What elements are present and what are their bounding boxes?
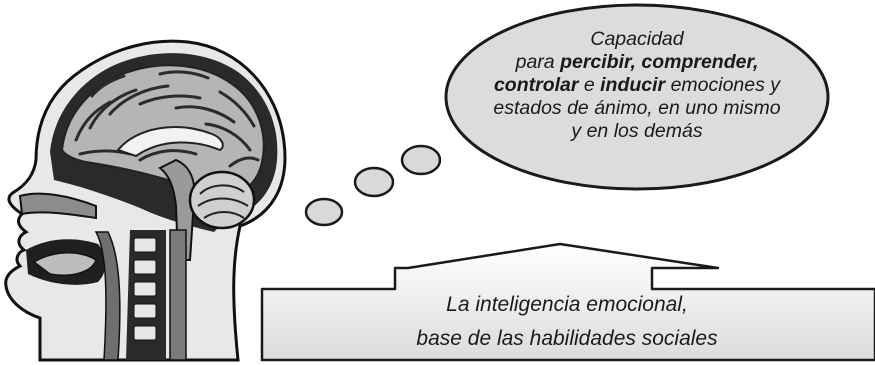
bubble-line-2-prefix: para [515,51,561,73]
thought-bubble-text: Capacidad para percibir, comprender, con… [452,28,822,143]
bubble-line-3-bold1: controlar [493,74,579,96]
thought-bubble [304,3,830,227]
thought-dot-small [304,197,344,227]
base-arrow-shape [260,242,875,362]
cerebellum [188,170,256,230]
base-line-1: La inteligencia emocional, [446,293,688,316]
thought-dot-large [400,144,442,176]
base-arrow-text: La inteligencia emocional, base de las h… [262,288,872,356]
bubble-line-4: estados de ánimo, en uno mismo [493,97,781,119]
bubble-line-2-bold: percibir, comprender, [560,51,759,73]
thought-dot-medium [353,166,395,198]
bubble-line-3-mid: e [578,74,601,96]
corpus-callosum [116,126,224,158]
bubble-line-3: controlar e inducir emociones y [452,74,822,97]
bubble-line-5: y en los demás [571,120,703,142]
bubble-line-3-suffix: emociones y [665,74,781,96]
nasal-cavity [18,192,97,220]
tongue [32,252,97,276]
brain-folds [74,70,260,168]
bubble-line-1: Capacidad [590,28,684,50]
spine [126,229,187,361]
bubble-line-3-bold2: inducir [600,74,666,96]
thought-bubble-main [444,3,830,191]
head-brain-sagittal-section-icon [4,39,287,362]
bubble-line-2: para percibir, comprender, [452,51,822,74]
throat [94,231,121,361]
base-line-2: base de las habilidades sociales [416,327,718,350]
